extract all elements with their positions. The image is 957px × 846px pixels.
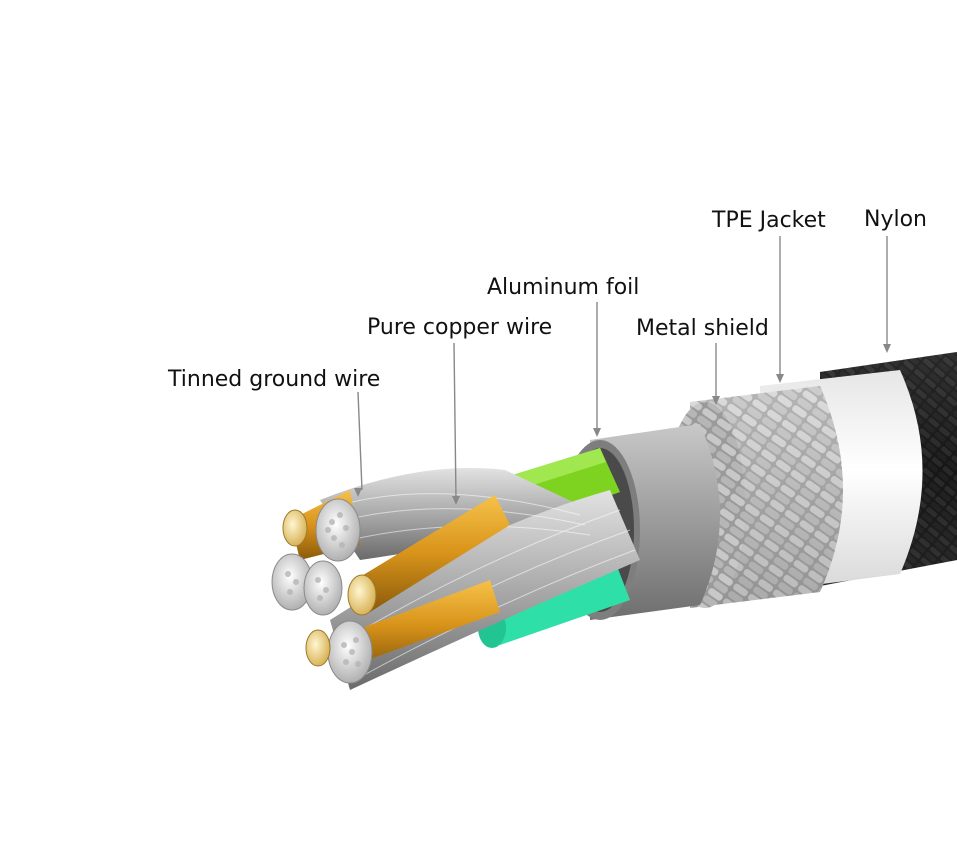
leader-lines: [357, 236, 888, 501]
arrowhead-tinned: [354, 488, 362, 497]
arrowhead-copper: [452, 496, 460, 505]
label-aluminum-foil: Aluminum foil: [487, 275, 640, 300]
leader-arrowheads: [354, 344, 891, 505]
label-metal-shield: Metal shield: [636, 316, 769, 341]
label-tinned-ground-wire: Tinned ground wire: [168, 367, 381, 392]
leader-line-copper: [453, 342, 457, 501]
arrowhead-foil: [593, 428, 601, 437]
arrowhead-shield: [712, 396, 720, 405]
label-tpe-jacket: TPE Jacket: [712, 208, 826, 233]
leader-line-tinned: [357, 391, 363, 491]
label-nylon: Nylon: [864, 207, 927, 232]
wire-end-faces: [271, 498, 377, 684]
arrowhead-nylon: [883, 344, 891, 353]
arrowhead-tpe: [776, 374, 784, 383]
label-pure-copper-wire: Pure copper wire: [367, 315, 553, 340]
